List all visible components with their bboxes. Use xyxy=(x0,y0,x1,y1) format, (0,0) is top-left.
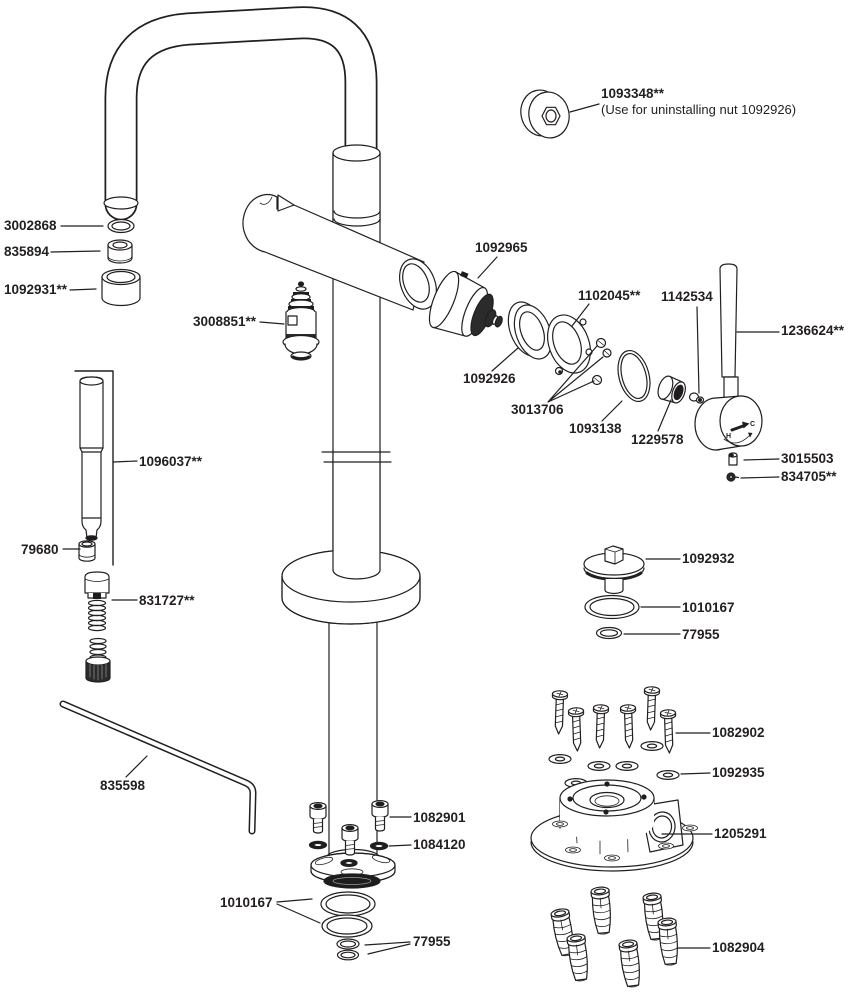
part-label-1205291: 1205291 xyxy=(714,826,767,841)
part-77955-drawing-right xyxy=(595,626,623,640)
part-1096037-drawing xyxy=(79,376,104,541)
part-label-1102045: 1102045** xyxy=(578,288,641,303)
part-label-79680: 79680 xyxy=(21,542,59,557)
part-3002868-drawing xyxy=(107,218,135,234)
part-label-77955-bottom: 77955 xyxy=(413,934,451,949)
part-label-1093138: 1093138 xyxy=(569,421,622,436)
part-label-835598: 835598 xyxy=(100,778,146,793)
column-collar-drawing xyxy=(332,144,381,227)
part-1082904-anchors-drawing xyxy=(549,885,681,989)
part-label-1142534: 1142534 xyxy=(661,289,713,304)
part-1102045-drawing xyxy=(546,314,593,376)
handle-hot-marking: H xyxy=(726,433,731,440)
spout-drawing xyxy=(103,6,378,221)
part-label-3002868: 3002868 xyxy=(4,218,57,233)
part-label-1082904: 1082904 xyxy=(712,940,765,955)
spout-tip xyxy=(103,196,139,210)
part-label-1092935: 1092935 xyxy=(712,765,765,780)
part-1096037-bracket xyxy=(74,370,114,566)
part-831727-drawing xyxy=(84,571,110,632)
part-label-831727: 831727** xyxy=(139,593,195,608)
part-1010167-drawing-right xyxy=(584,594,640,620)
part-label-1236624: 1236624** xyxy=(781,323,845,338)
part-3008851-drawing xyxy=(282,281,320,361)
lower-column-drawing xyxy=(328,597,378,857)
pipe-break-lines xyxy=(321,451,392,463)
part-1092965-drawing xyxy=(428,270,503,337)
part-1092931-drawing xyxy=(101,268,141,307)
part-note-1093348: (Use for uninstalling nut 1092926) xyxy=(601,102,797,117)
part-label-3008851: 3008851** xyxy=(193,314,257,329)
part-835894-drawing xyxy=(107,239,133,264)
part-1093348-drawing xyxy=(520,89,570,139)
part-label-1010167-right: 1010167 xyxy=(682,600,735,615)
part-1093138-drawing xyxy=(617,349,651,403)
part-label-1092965: 1092965 xyxy=(475,240,528,255)
cross-tube-drawing xyxy=(242,193,438,311)
part-label-1096037: 1096037** xyxy=(139,454,203,469)
part-label-1229578: 1229578 xyxy=(631,432,684,447)
part-label-1093348: 1093348** xyxy=(601,86,665,101)
part-label-1082901: 1082901 xyxy=(413,810,466,825)
part-1010167-drawing-bottom xyxy=(320,891,376,938)
column-stub-drawing xyxy=(332,449,381,580)
base-flange-drawing xyxy=(310,848,396,889)
part-label-1082902: 1082902 xyxy=(712,725,765,740)
part-77955-drawing-bottom xyxy=(336,938,360,961)
part-3015503-drawing xyxy=(728,452,738,466)
part-label-3013706: 3013706 xyxy=(511,402,564,417)
part-1205291-base-drawing xyxy=(530,779,698,872)
part-label-834705: 834705** xyxy=(781,469,837,484)
part-1229578-drawing xyxy=(657,375,686,404)
part-1092932-drawing xyxy=(583,545,645,595)
part-label-835894: 835894 xyxy=(4,244,50,259)
part-1092926-drawing xyxy=(507,301,553,360)
part-label-1010167-bottom: 1010167 xyxy=(220,895,273,910)
part-835598-wrench-drawing xyxy=(59,700,257,835)
handle-cold-marking: C xyxy=(750,421,755,428)
part-label-1092932: 1092932 xyxy=(682,551,735,566)
hose-spring-end-drawing xyxy=(85,637,111,683)
leader-lines xyxy=(50,103,780,955)
part-label-1092931: 1092931** xyxy=(4,282,68,297)
part-79680-drawing xyxy=(78,540,96,562)
handshower-hook-drawing xyxy=(277,194,295,212)
part-label-77955-right: 77955 xyxy=(682,627,720,642)
part-label-1092926: 1092926 xyxy=(463,371,516,386)
part-3013706-drawing xyxy=(591,337,612,386)
part-1236624-handle-drawing: H C xyxy=(694,263,763,451)
part-1142534-drawing xyxy=(688,392,705,404)
part-834705-drawing xyxy=(726,472,740,482)
part-label-3015503: 3015503 xyxy=(781,451,834,466)
part-label-1084120: 1084120 xyxy=(413,837,466,852)
